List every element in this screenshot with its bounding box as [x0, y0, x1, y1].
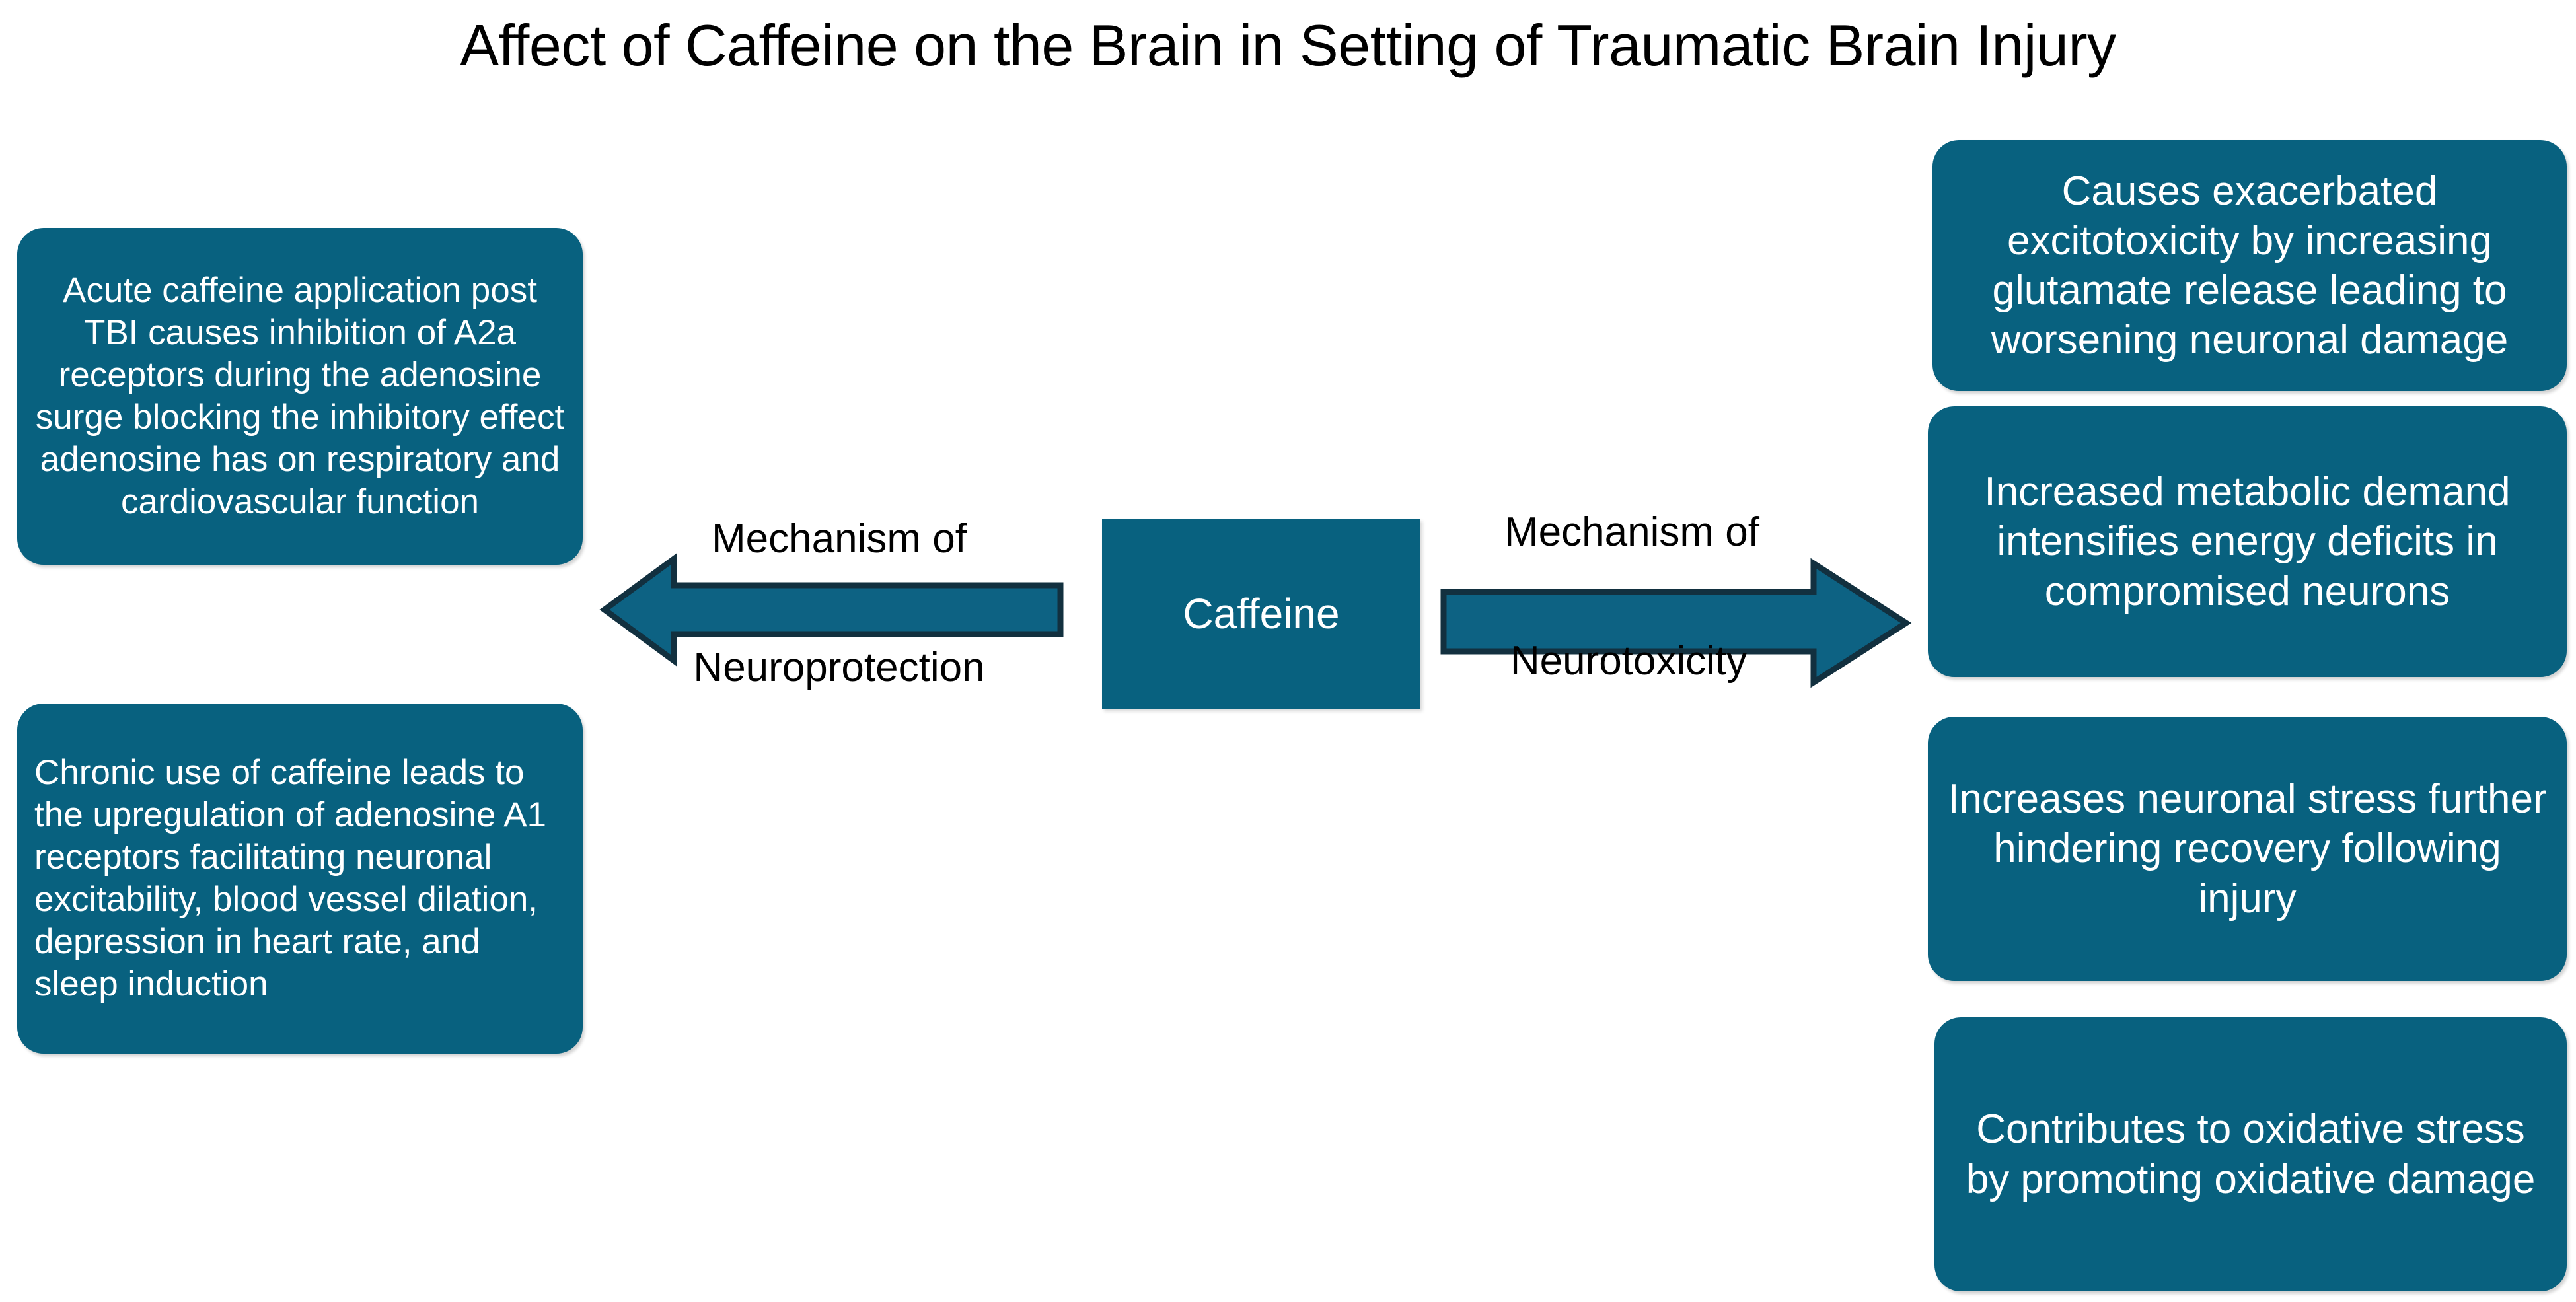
arrow-right-label-top: Mechanism of — [1504, 509, 1759, 555]
arrow-right-shape — [1440, 558, 1912, 688]
neuroprotection-box-1-text: Acute caffeine application post TBI caus… — [35, 270, 565, 522]
neurotoxicity-box-3-text: Increases neuronal stress further hinder… — [1948, 776, 2547, 922]
arrow-right-neurotoxicity — [1440, 558, 1912, 688]
neuroprotection-box-2: Chronic use of caffeine leads to the upr… — [17, 704, 583, 1054]
arrow-left-shape — [599, 553, 1064, 667]
neurotoxicity-box-1-text: Causes exacerbated excitotoxicity by inc… — [1991, 168, 2509, 363]
neuroprotection-box-1: Acute caffeine application post TBI caus… — [17, 228, 583, 565]
arrow-left-neuroprotection — [599, 553, 1064, 667]
caffeine-node-label: Caffeine — [1183, 590, 1340, 637]
caffeine-node: Caffeine — [1102, 519, 1420, 709]
neurotoxicity-box-4-text: Contributes to oxidative stress by promo… — [1966, 1106, 2536, 1202]
page-title: Affect of Caffeine on the Brain in Setti… — [460, 13, 2116, 78]
arrow-left-label-top: Mechanism of — [712, 516, 967, 561]
neurotoxicity-box-2-text: Increased metabolic demand intensifies e… — [1984, 469, 2511, 614]
arrow-right-label-bottom: Neurotoxicity — [1510, 638, 1748, 684]
neurotoxicity-box-2: Increased metabolic demand intensifies e… — [1928, 406, 2567, 677]
neuroprotection-box-2-text: Chronic use of caffeine leads to the upr… — [34, 752, 547, 1004]
arrow-left-label-bottom: Neuroprotection — [693, 645, 985, 690]
neurotoxicity-box-3: Increases neuronal stress further hinder… — [1928, 717, 2567, 981]
neurotoxicity-box-1: Causes exacerbated excitotoxicity by inc… — [1932, 140, 2567, 391]
neurotoxicity-box-4: Contributes to oxidative stress by promo… — [1934, 1017, 2567, 1291]
